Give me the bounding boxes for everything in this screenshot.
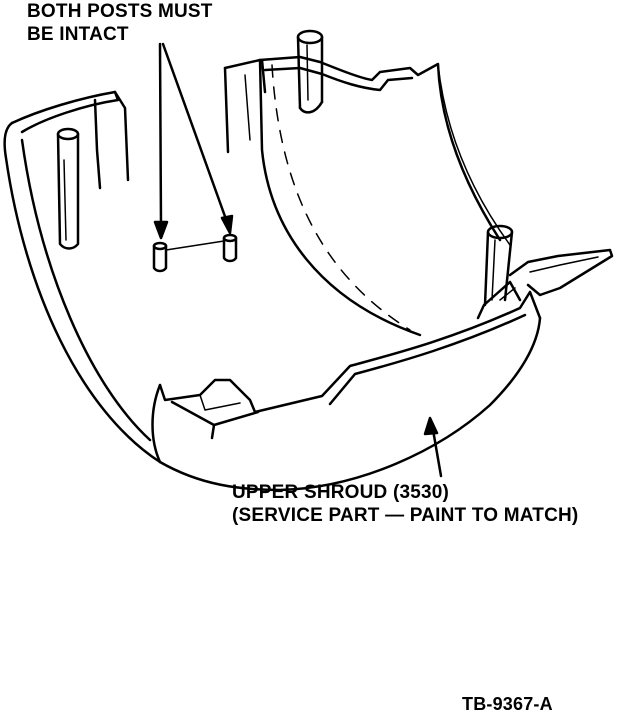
left-post-top: [56, 127, 80, 141]
shroud-inner-edge: [20, 138, 152, 442]
shroud-callout: UPPER SHROUD (3530) (SERVICE PART — PAIN…: [232, 481, 578, 527]
posts-connecting-line: [165, 240, 225, 251]
posts-callout-line2: BE INTACT: [27, 24, 129, 45]
top-post-top: [296, 29, 324, 45]
upper-shroud-illustration: [3, 29, 614, 492]
shroud-front-rim: [158, 290, 542, 414]
small-post-right: [222, 233, 238, 263]
shroud-right-tab: [508, 248, 614, 297]
posts-callout: BOTH POSTS MUST BE INTACT: [27, 0, 213, 46]
shroud-top-rim: [258, 55, 502, 242]
small-post-left: [152, 241, 168, 273]
shroud-leader-arrow: [423, 416, 443, 478]
shroud-back-wall: [223, 58, 422, 337]
shroud-callout-line2: (SERVICE PART — PAINT TO MATCH): [232, 505, 579, 526]
posts-callout-line1: BOTH POSTS MUST: [27, 1, 213, 22]
shroud-callout-line1: UPPER SHROUD (3530): [232, 482, 450, 503]
posts-leader-arrows: [153, 42, 234, 240]
figure-id: TB-9367-A: [462, 694, 553, 714]
shroud-rear-rim: [10, 90, 120, 134]
shroud-outer-edge: [3, 121, 542, 492]
